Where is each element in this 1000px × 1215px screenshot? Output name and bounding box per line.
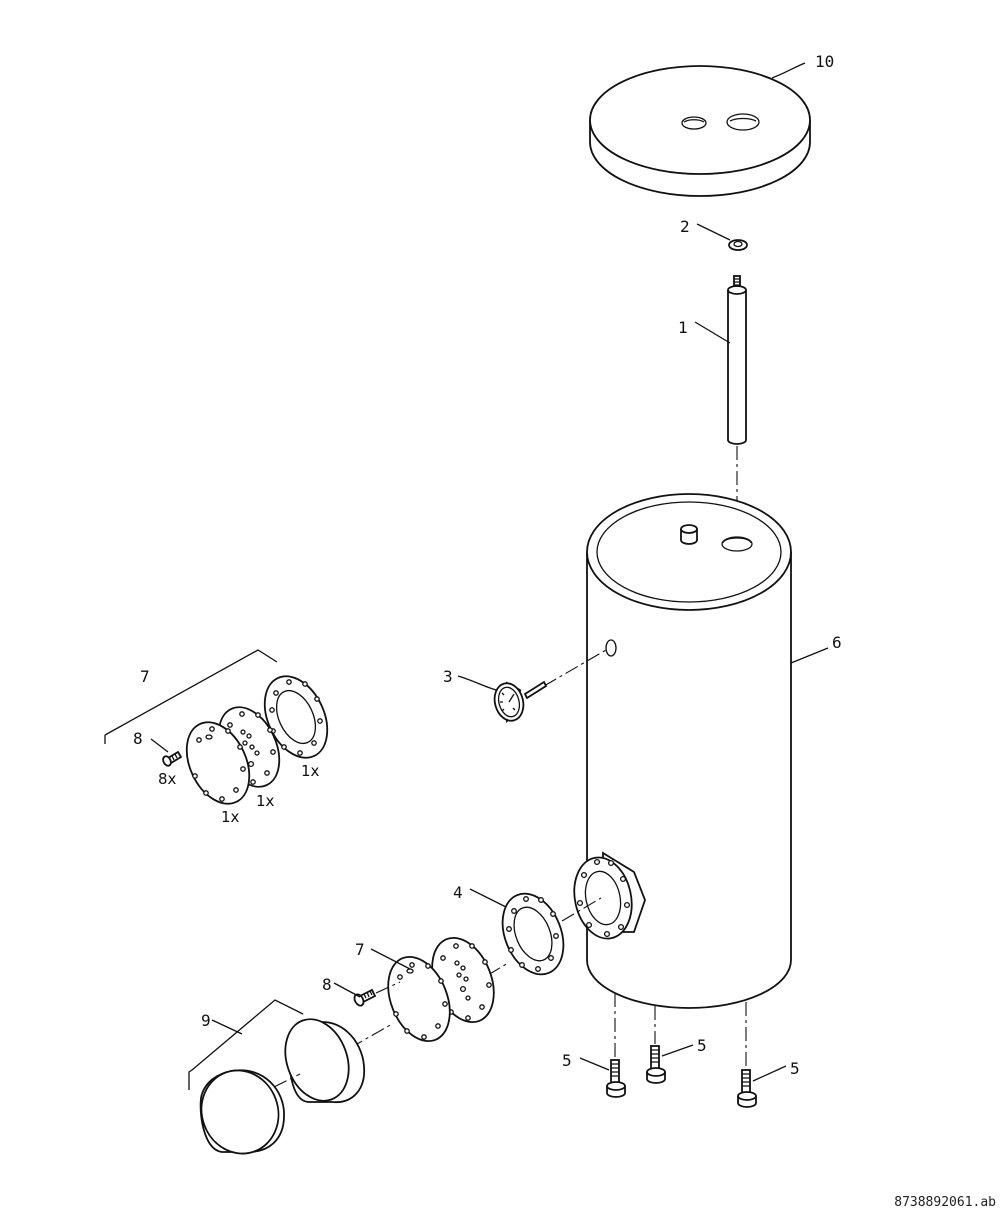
label-part-5-left: 5 <box>562 1051 572 1070</box>
label-part-5-right: 5 <box>790 1059 800 1078</box>
foot-left-part <box>606 993 626 1098</box>
label-part-9: 9 <box>201 1011 211 1030</box>
label-part-8-top: 8 <box>133 729 143 748</box>
anode-rod-part <box>727 275 747 445</box>
foot-middle-part <box>646 1006 666 1084</box>
detail-kit-bracket <box>104 649 278 744</box>
flange-plates-bottom-part <box>387 936 495 1043</box>
cover-hole-right <box>726 113 760 131</box>
label-part-10: 10 <box>815 52 834 71</box>
document-reference: 8738892061.ab <box>894 1195 996 1210</box>
tank-anode-hole <box>721 536 753 552</box>
detail-inner-plate-part <box>185 721 251 805</box>
leader-lines <box>150 62 829 1090</box>
label-part-7-top: 7 <box>140 667 150 686</box>
caps-axis-line <box>273 1073 301 1088</box>
detail-screw-part <box>162 750 183 767</box>
label-part-1: 1 <box>678 318 688 337</box>
flange-axis-line <box>561 897 602 922</box>
tank-side-flange <box>573 851 646 940</box>
plates-axis-line <box>487 962 509 976</box>
label-part-4: 4 <box>453 883 463 902</box>
top-cover-part <box>589 65 811 197</box>
label-part-3: 3 <box>443 667 453 686</box>
screw-axis-line <box>375 981 401 994</box>
qty-inner-plate: 1x <box>221 808 240 826</box>
label-part-8-bottom: 8 <box>322 975 332 994</box>
storage-tank-part <box>573 493 792 1009</box>
thermometer-socket <box>605 639 617 657</box>
label-part-2: 2 <box>680 217 690 236</box>
label-part-5-middle: 5 <box>697 1036 707 1055</box>
screw-bottom-part <box>353 988 377 1007</box>
thermometer-axis-line <box>543 649 607 687</box>
label-part-6: 6 <box>832 633 842 652</box>
qty-middle-plate: 1x <box>256 792 275 810</box>
flange-insulation-part <box>199 1018 365 1155</box>
qty-screws: 8x <box>158 770 177 788</box>
washer-part <box>728 239 748 251</box>
thermometer-part <box>493 680 548 723</box>
label-part-7-bottom: 7 <box>355 940 365 959</box>
cover-hole-left <box>681 116 707 130</box>
detail-gasket-part <box>263 675 329 759</box>
foot-right-part <box>737 1002 757 1108</box>
flange-gasket-part <box>501 892 565 976</box>
qty-gasket: 1x <box>301 762 320 780</box>
